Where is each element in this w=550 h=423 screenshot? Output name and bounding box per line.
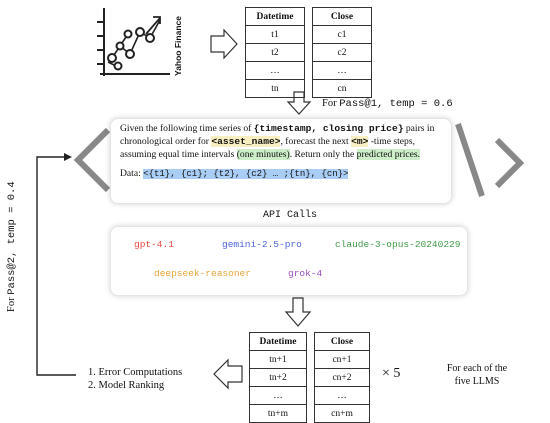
- table-cell: …: [245, 61, 305, 80]
- arrow-right-icon: [210, 28, 238, 60]
- prompt-box: [110, 118, 452, 204]
- model-deepseek-reasoner: deepseek-reasoner: [154, 268, 251, 279]
- predicted-prices-highlight: predicted prices.: [356, 149, 421, 161]
- input-close-table: Close c1 c2 … cn: [312, 7, 372, 98]
- table-cell: t1: [245, 25, 305, 44]
- model-claude-3-opus: claude-3-opus-20240229: [335, 239, 461, 250]
- api-calls-title: API Calls: [263, 210, 318, 221]
- pass1-label: For Pass@1, temp = 0.6: [322, 98, 453, 110]
- pass1-code: Pass@1, temp = 0.6: [339, 98, 453, 110]
- arrow-down-icon: [284, 297, 312, 327]
- per-llm-note-line: For each of the: [446, 363, 508, 374]
- api-calls-box: [110, 226, 468, 296]
- prompt-part: -time steps, assuming equal time interva…: [120, 136, 415, 161]
- per-llm-note: For each of the five LLMS: [432, 362, 522, 388]
- list-item: 1. Error Computations: [88, 367, 183, 378]
- backslash-icon: [455, 123, 485, 197]
- table-cell: c2: [312, 43, 372, 62]
- pass2-code: Pass@2, temp = 0.4: [6, 181, 18, 295]
- prompt-pair-spec: {timestamp, closing price}: [253, 123, 404, 134]
- table-cell: tn+2: [249, 368, 307, 387]
- table-cell: tn+1: [249, 350, 307, 369]
- steps-placeholder: <m>: [351, 136, 369, 148]
- column-header: Close: [312, 7, 372, 26]
- source-label: Yahoo Finance: [173, 16, 183, 76]
- per-llm-note-line: five LLMS: [454, 376, 500, 387]
- interval-highlight: (one minutes): [236, 149, 290, 161]
- feedback-loop-line: [36, 156, 76, 376]
- table-cell: t2: [245, 43, 305, 62]
- output-datetime-table: Datetime tn+1 tn+2 … tn+m: [249, 332, 307, 423]
- data-series: <{t1}, {c1}; {t2}, {c2} … ;{tn}, {cn}>: [143, 168, 349, 179]
- data-label: Data:: [120, 167, 144, 179]
- feedback-arrowhead-icon: [64, 153, 72, 161]
- pass2-prefix: For: [6, 294, 17, 312]
- prompt-data-line: Data: <{t1}, {c1}; {t2}, {c2} … ;{tn}, {…: [120, 167, 450, 181]
- column-header: Datetime: [249, 332, 307, 351]
- table-cell: c1: [312, 25, 372, 44]
- table-cell: tn+m: [249, 404, 307, 423]
- table-cell: …: [249, 386, 307, 405]
- steps-list: 1. Error Computations 2. Model Ranking: [88, 366, 182, 392]
- table-cell: cn+1: [314, 350, 370, 369]
- prompt-text: Given the following time series of {time…: [120, 122, 450, 181]
- model-grok-4: grok-4: [288, 268, 323, 279]
- left-chevron-icon: [73, 127, 111, 193]
- arrow-left-icon: [213, 358, 243, 390]
- chart-icon: [97, 8, 170, 76]
- prompt-part: pairs in chronological order for: [120, 123, 435, 148]
- pass1-prefix: For: [322, 98, 340, 109]
- prompt-part: , forecast the next: [280, 136, 352, 148]
- list-item: 2. Model Ranking: [88, 380, 165, 391]
- table-cell: …: [314, 386, 370, 405]
- prompt-part: . Return only the: [289, 149, 357, 161]
- table-cell: cn: [312, 79, 372, 98]
- table-cell: cn+2: [314, 368, 370, 387]
- column-header: Datetime: [245, 7, 305, 26]
- column-header: Close: [314, 332, 370, 351]
- right-chevron-icon: [494, 137, 525, 189]
- table-cell: tn: [245, 79, 305, 98]
- model-gemini-2-5-pro: gemini-2.5-pro: [222, 239, 302, 250]
- table-cell: …: [312, 61, 372, 80]
- multiplier-label: × 5: [382, 366, 401, 381]
- output-close-table: Close cn+1 cn+2 … cn+m: [314, 332, 370, 423]
- asset-name-placeholder: <asset_name>: [211, 136, 281, 148]
- model-gpt-4-1: gpt-4.1: [134, 239, 174, 250]
- prompt-part: Given the following time series of: [120, 123, 254, 134]
- pass2-label: For Pass@2, temp = 0.4: [6, 181, 18, 312]
- table-cell: cn+m: [314, 404, 370, 423]
- input-datetime-table: Datetime t1 t2 … tn: [245, 7, 305, 98]
